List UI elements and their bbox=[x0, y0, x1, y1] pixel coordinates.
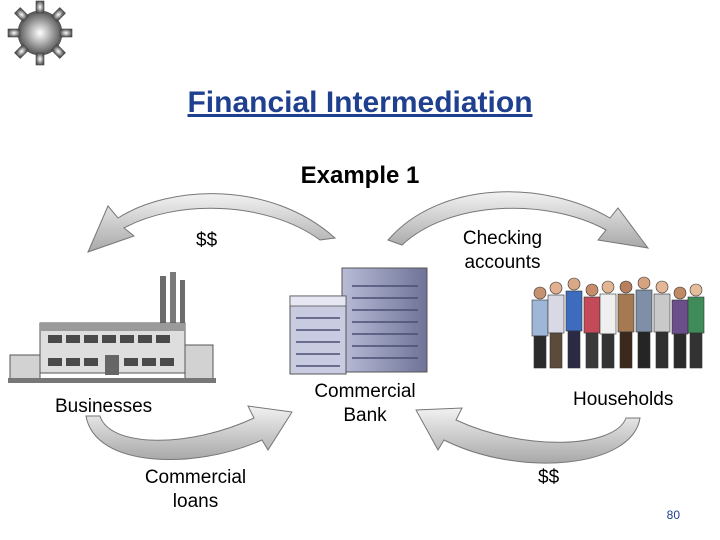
factory-icon bbox=[8, 272, 216, 383]
commercial-loans-label: Commercial loans bbox=[144, 467, 247, 512]
commercial-bank-label: Commercial Bank bbox=[314, 381, 416, 426]
arrow-top-right bbox=[387, 191, 650, 249]
top-left-flow-label: $$ bbox=[196, 230, 218, 251]
gear-icon bbox=[7, 0, 73, 66]
bottom-right-flow-label: $$ bbox=[538, 467, 560, 488]
slide-title: Financial Intermediation bbox=[187, 86, 533, 119]
arrow-bottom-right bbox=[415, 407, 641, 464]
arrow-bottom-left bbox=[85, 405, 293, 460]
checking-accounts-label: Checking accounts bbox=[462, 228, 543, 273]
bank-building-icon bbox=[289, 267, 428, 375]
slide-subtitle: Example 1 bbox=[300, 162, 420, 189]
households-label: Households bbox=[573, 389, 674, 410]
arrow-top-left bbox=[87, 193, 337, 253]
businesses-label: Businesses bbox=[55, 396, 153, 417]
people-group-icon bbox=[531, 276, 705, 369]
page-number: 80 bbox=[666, 508, 680, 522]
